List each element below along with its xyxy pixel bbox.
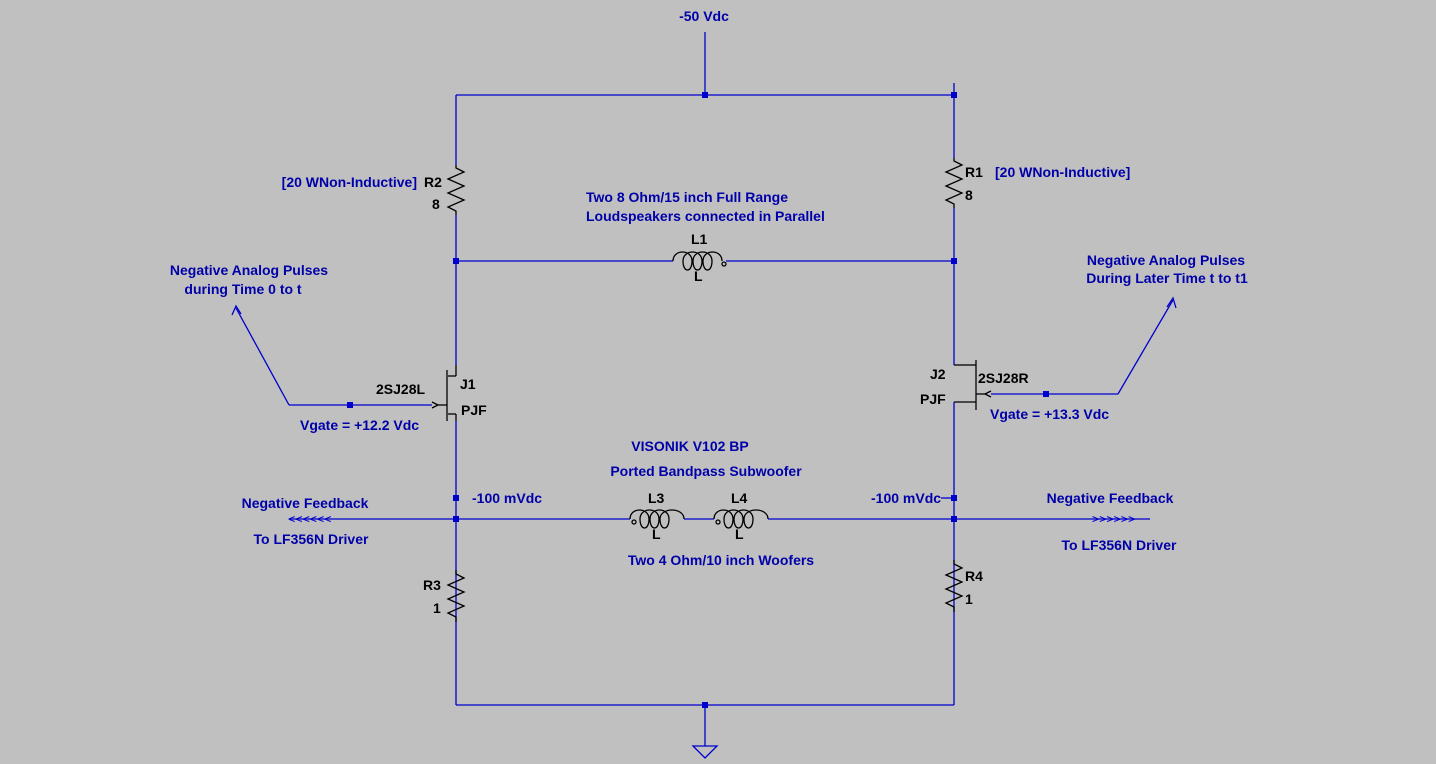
l4-value: L	[735, 526, 744, 542]
jfet-j1[interactable]	[431, 365, 457, 421]
l1-value: L	[694, 268, 703, 284]
left-fb-arrows: <<<<<<	[288, 512, 331, 526]
inductor-l4[interactable]	[713, 509, 769, 529]
right-fb-arrows: >>>>>>	[1092, 512, 1135, 526]
j1-type: PJF	[461, 402, 487, 418]
junction-fb-left	[453, 516, 459, 522]
left-pulses-line1: Negative Analog Pulses	[170, 262, 328, 278]
j2-name: J2	[930, 366, 946, 382]
r4-value: 1	[965, 591, 973, 607]
right-fb-line2: To LF356N Driver	[1062, 537, 1177, 553]
left-pulse-wire	[235, 307, 290, 406]
r1-note: [20 WNon-Inductive]	[995, 164, 1130, 180]
right-pulses-line1: Negative Analog Pulses	[1087, 252, 1245, 268]
speakers-line1: Two 8 Ohm/15 inch Full Range	[586, 189, 788, 205]
l1-name: L1	[691, 231, 708, 247]
l3-value: L	[652, 526, 661, 542]
r1-value: 8	[965, 187, 973, 203]
vgate-left: Vgate = +12.2 Vdc	[300, 417, 419, 433]
j2-type: PJF	[920, 391, 946, 407]
supply-label: -50 Vdc	[679, 8, 729, 24]
l4-name: L4	[731, 490, 748, 506]
right-pulse-arrow-icon	[1166, 296, 1177, 309]
junction-mv-left	[453, 495, 459, 501]
resistor-r1[interactable]	[944, 158, 964, 208]
r1-name: R1	[965, 164, 983, 180]
inductor-l1[interactable]	[672, 251, 727, 271]
l3-name: L3	[648, 490, 665, 506]
resistor-r3[interactable]	[446, 570, 466, 622]
r2-name: R2	[424, 174, 442, 190]
jfet-j2[interactable]	[954, 360, 992, 410]
r2-note: [20 WNon-Inductive]	[282, 174, 417, 190]
woofers-label: Two 4 Ohm/10 inch Woofers	[628, 552, 814, 568]
r3-name: R3	[423, 577, 441, 593]
resistor-r4[interactable]	[944, 560, 964, 612]
left-pulse-arrow-icon	[231, 304, 242, 316]
left-fb-line1: Negative Feedback	[242, 495, 369, 511]
right-pulses-line2: During Later Time t to t1	[1086, 270, 1248, 286]
j1-model: 2SJ28L	[376, 381, 425, 397]
sub-line1: VISONIK V102 BP	[631, 438, 749, 454]
vgate-right: Vgate = +13.3 Vdc	[990, 406, 1109, 422]
left-fb-line2: To LF356N Driver	[254, 531, 369, 547]
j2-model: 2SJ28R	[978, 370, 1029, 386]
junction-vgate-right	[1043, 391, 1049, 397]
junction-top-mid	[702, 92, 708, 98]
resistor-r2[interactable]	[446, 165, 466, 215]
junction-vgate-left	[347, 402, 353, 408]
r2-value: 8	[432, 196, 440, 212]
sub-line2: Ported Bandpass Subwoofer	[610, 463, 802, 479]
mv-left: -100 mVdc	[472, 490, 542, 506]
r3-value: 1	[433, 600, 441, 616]
j1-name: J1	[460, 376, 476, 392]
r4-name: R4	[965, 568, 983, 584]
right-pulse-wire	[1117, 299, 1174, 395]
left-pulses-line2: during Time 0 to t	[184, 281, 302, 297]
inductor-l3[interactable]	[629, 509, 685, 529]
ground-icon	[691, 745, 719, 759]
junction-fb-right	[951, 516, 957, 522]
right-fb-line1: Negative Feedback	[1047, 490, 1174, 506]
speakers-line2: Loudspeakers connected in Parallel	[586, 208, 825, 224]
mv-right: -100 mVdc	[871, 490, 941, 506]
